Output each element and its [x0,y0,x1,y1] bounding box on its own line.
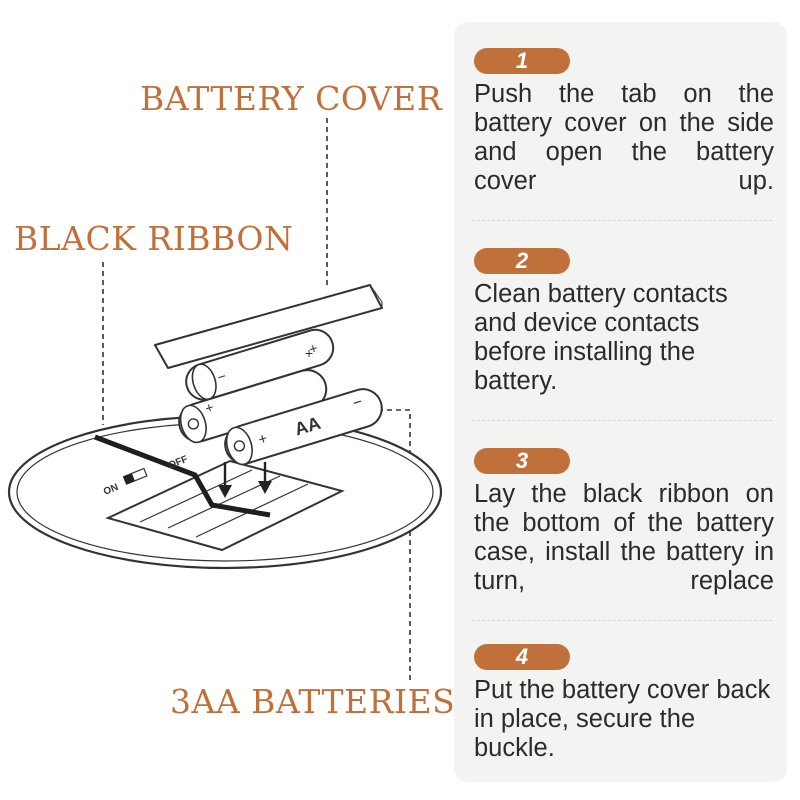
cover-plus-mark: + [305,345,313,361]
battery-front: + AA − [224,388,383,466]
battery-cover-plate [154,284,383,369]
step-number-badge: 3 [474,448,570,474]
switch-knob [123,473,135,485]
power-switch: ON OFF [102,454,190,498]
battery-cover-label: BATTERY COVER [140,79,443,118]
switch-on-label: ON [102,482,120,498]
step-text: Put the battery cover back in place, sec… [474,676,771,762]
step-number-badge: 2 [474,248,570,274]
black-ribbon-label: BLACK RIBBON [14,219,294,258]
step-text: Clean battery contacts and device contac… [474,280,728,395]
step-2: 2 Clean battery contacts and device cont… [474,248,774,396]
instructions-panel: 1 Push the tab on the battery cover on t… [454,22,787,782]
step-number-badge: 4 [474,644,570,670]
step-1: 1 Push the tab on the battery cover on t… [474,48,774,196]
step-text: Push the tab on the battery cover on the… [474,80,774,195]
step-divider [472,620,772,621]
step-divider [472,420,772,421]
step-3: 3 Lay the black ribbon on the bottom of … [474,448,774,596]
step-number-badge: 1 [474,48,570,74]
batteries-leader [378,409,411,682]
step-divider [472,220,772,221]
step-text: Lay the black ribbon on the bottom of th… [474,480,774,595]
step-4: 4 Put the battery cover back in place, s… [474,644,774,763]
insert-arrow-right [258,462,272,494]
batteries-label: 3AA BATTERIES [170,682,456,721]
black-ribbon [94,434,271,518]
insert-arrow-left [218,462,232,498]
